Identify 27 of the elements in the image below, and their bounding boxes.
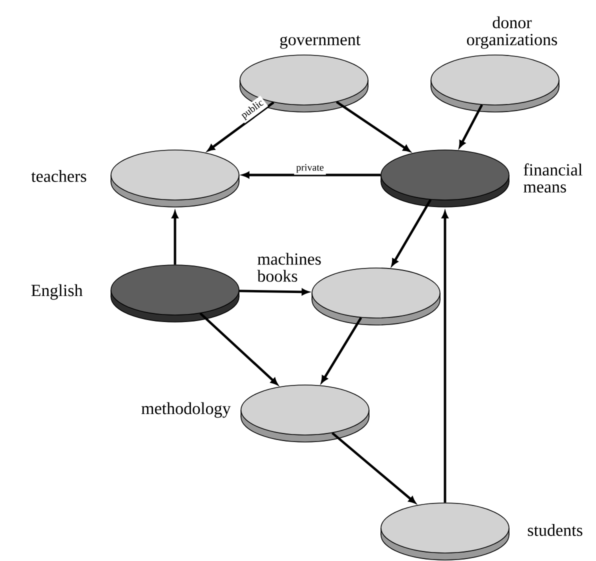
disk-node: English [31, 264, 240, 322]
arrow [391, 199, 432, 266]
edge-label: private [294, 162, 326, 175]
disk-node: financial means [380, 150, 582, 208]
arrow [239, 288, 309, 296]
arrow [208, 101, 274, 152]
node-label: teachers [31, 170, 86, 182]
disk-node: teachers [31, 150, 240, 208]
arrow [321, 317, 362, 383]
disk-node: students [380, 502, 582, 560]
arrow [200, 312, 278, 385]
node-label: financial means [524, 163, 582, 193]
node-label: donor organizations [467, 16, 558, 49]
node-label: English [31, 284, 83, 300]
arrow [458, 104, 483, 148]
node-label: methodology [141, 402, 231, 418]
disk-node: machines books [257, 252, 440, 326]
node-label: government [280, 36, 361, 49]
arrow [172, 211, 178, 265]
disk-node: donor organizations [430, 16, 560, 112]
arrow [242, 172, 381, 178]
node-label: machines books [257, 252, 321, 282]
arrow [442, 211, 448, 503]
arrow [336, 100, 410, 152]
disk-node: methodology [141, 384, 370, 442]
arrow [332, 432, 416, 504]
node-label: students [528, 524, 582, 536]
